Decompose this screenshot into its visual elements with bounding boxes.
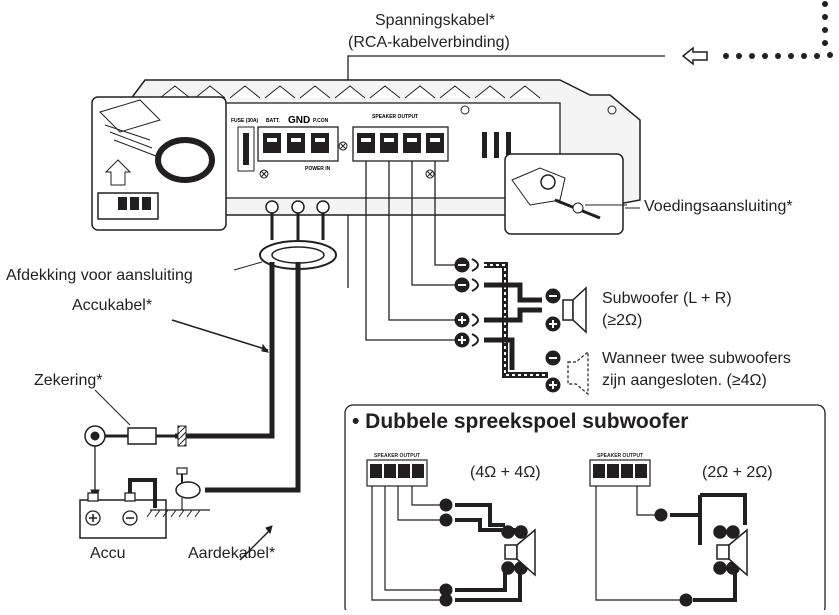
rca-arrow-icon bbox=[681, 46, 708, 66]
callout-lines bbox=[94, 204, 627, 561]
voltage-cable-label: Spanningskabel* bbox=[375, 12, 496, 29]
fuse-label: Zekering* bbox=[34, 372, 103, 389]
subwoofer-label: Subwoofer (L + R) bbox=[602, 290, 732, 307]
speaker-cables bbox=[484, 262, 548, 378]
speaker-wires bbox=[365, 161, 456, 341]
speaker-terminal-symbols bbox=[454, 257, 479, 348]
power-cables bbox=[175, 200, 337, 493]
rca-dotted-path bbox=[723, 1, 833, 59]
power-connection-label: Voedingsaansluiting* bbox=[644, 198, 793, 215]
amp-terminal-labels: FUSE (30A) BATT. GND P.CON POWER IN SPEA… bbox=[231, 114, 418, 172]
two-subwoofers-label-line1: Wanneer twee subwoofers bbox=[602, 350, 791, 367]
speaker-output-label: SPEAKER OUTPUT bbox=[372, 114, 418, 120]
dual-voice-coil-panel bbox=[344, 404, 826, 615]
subwoofer-impedance-label: (≥2Ω) bbox=[602, 312, 643, 329]
dvc-left-speaker-output-label: SPEAKER OUTPUT bbox=[374, 453, 421, 459]
batt-label: BATT. bbox=[266, 118, 280, 124]
fuse-and-battery bbox=[79, 425, 210, 539]
second-subwoofer-icon bbox=[545, 350, 589, 396]
rca-connection-label: (RCA-kabelverbinding) bbox=[348, 34, 510, 51]
pcon-label: P.CON bbox=[313, 118, 329, 124]
dvc-right-impedance-label: (2Ω + 2Ω) bbox=[702, 464, 773, 481]
terminal-cover-label: Afdekking voor aansluiting bbox=[6, 267, 193, 284]
power-connection-inset bbox=[504, 153, 640, 235]
dual-voice-coil-title: • Dubbele spreekspoel subwoofer bbox=[352, 410, 689, 433]
gnd-label: GND bbox=[288, 115, 310, 126]
ground-cable-label: Aardekabel* bbox=[188, 545, 276, 562]
battery-cable-label: Accukabel* bbox=[72, 297, 153, 314]
subwoofer-icon bbox=[545, 286, 587, 334]
battery-label: Accu bbox=[90, 545, 126, 562]
terminal-closeup-inset bbox=[91, 96, 227, 231]
fuse-label: FUSE (30A) bbox=[231, 118, 259, 124]
power-in-label: POWER IN bbox=[305, 166, 331, 172]
two-subwoofers-label-line2: zijn aangesloten. (≥4Ω) bbox=[602, 372, 767, 389]
dvc-left-impedance-label: (4Ω + 4Ω) bbox=[470, 464, 541, 481]
dvc-right-speaker-output-label: SPEAKER OUTPUT bbox=[597, 453, 644, 459]
